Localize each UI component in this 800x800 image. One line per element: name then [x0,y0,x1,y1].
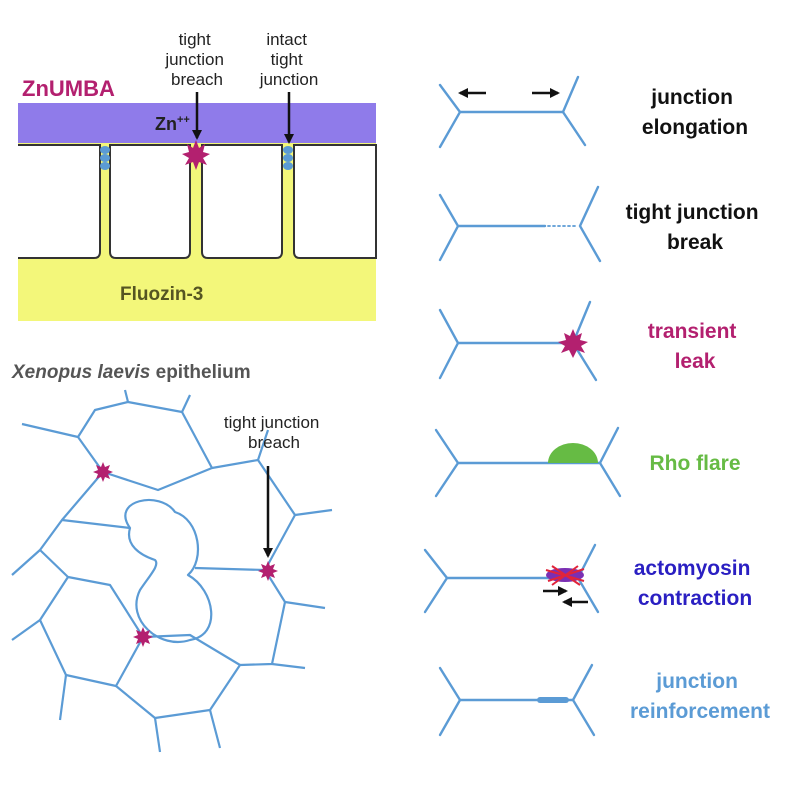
actomyosin-bundle-icon [545,565,585,586]
epithelium-breach-sites [93,462,278,647]
epithelial-cells [18,144,377,259]
tight-junction-beads-3 [283,146,293,170]
leak-burst-icon [558,329,588,358]
zn-label: Zn++ [155,114,190,134]
intact-junction-annotation: intact tight junction [259,30,319,89]
fluozin-label: Fluozin-3 [120,284,203,305]
breach-burst-icon [258,561,278,581]
epithelium-title: Xenopus laevis epithelium [11,362,251,383]
junction-schematics [423,75,622,737]
znumba-label: ZnUMBA [22,76,115,101]
reinforcement-bar [537,697,569,703]
step-label-transient-leak: transient leak [648,320,743,373]
step-label-junction-elongation: junction elongation [642,86,748,139]
junction-elongation-schematic [438,75,587,149]
step-label-tight-junction-break: tight junction break [626,201,765,254]
step-label-junction-reinforcement: junction reinforcement [630,670,770,723]
cell-2 [109,144,191,259]
rho-flare-dome [548,443,598,463]
cell-4 [293,144,377,259]
step-label-rho-flare: Rho flare [649,452,740,475]
junction-reinforcement-schematic [438,663,596,737]
top-breach-annotation: tight junction breach [164,30,228,89]
tight-junction-beads-1 [100,146,110,170]
step-label-actomyosin-contraction: actomyosin contraction [634,557,757,610]
cell-1 [18,144,101,259]
breach-burst-icon [93,462,113,482]
cell-3 [201,144,283,259]
breach-burst-icon [182,140,210,170]
znumba-cross-section: ZnUMBA Zn++ Fluozin-3 tight junction bre… [18,30,377,321]
breach-burst-icon [133,627,153,647]
tight-junction-break-schematic [438,185,602,263]
epithelium-breach-annotation: tight junction breach [224,413,324,452]
epithelium-network [11,389,333,753]
